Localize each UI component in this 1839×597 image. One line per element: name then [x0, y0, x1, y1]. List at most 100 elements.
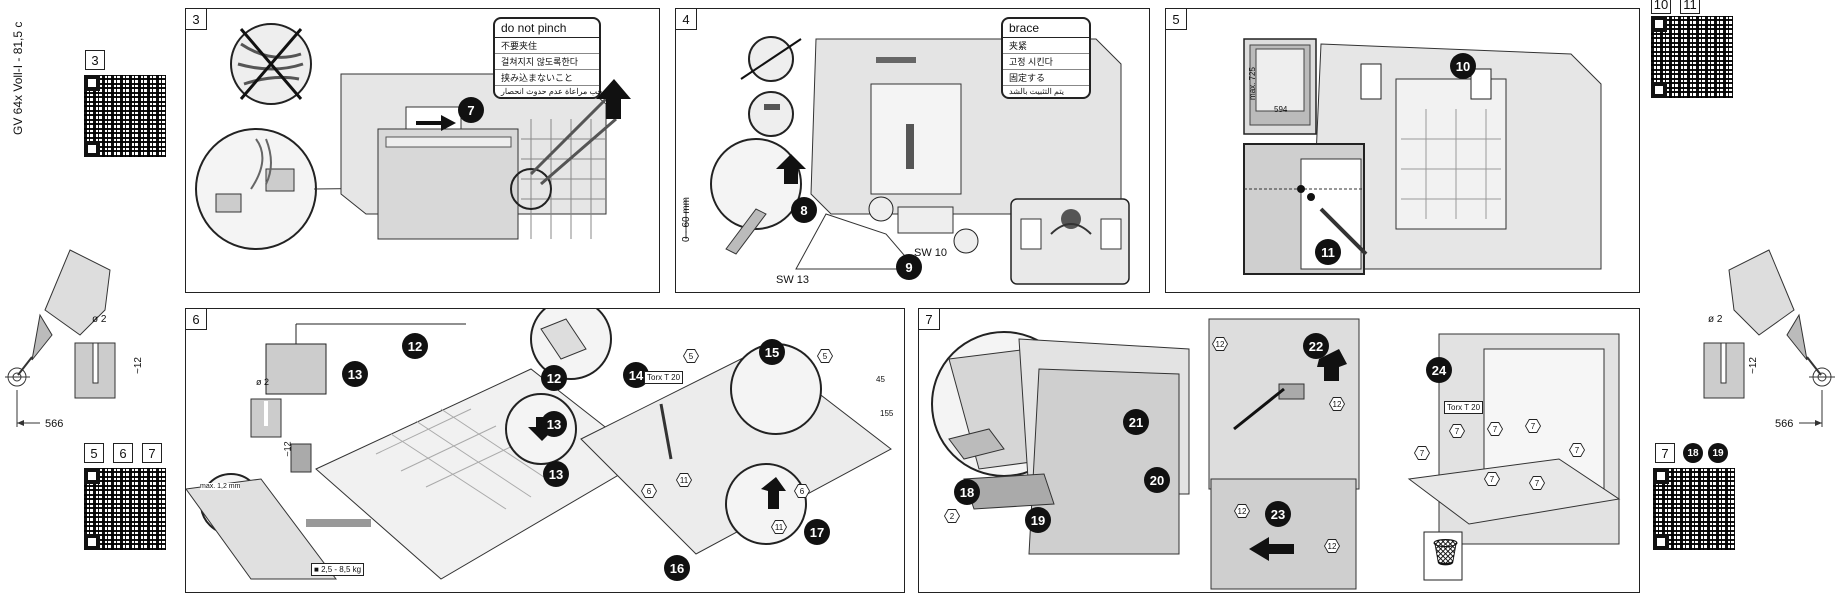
qr-label-3: 3 [85, 50, 105, 70]
step-badge-13c: 13 [541, 411, 567, 437]
hex-marker: 7 [1414, 446, 1430, 460]
hole-depth: ~12 [282, 441, 293, 457]
qr-badge-19: 19 [1708, 443, 1728, 463]
hex-marker: 7 [1487, 422, 1503, 436]
drill-illustration-left [5, 249, 116, 427]
weight-label: ■ 2,5 - 8,5 kg [311, 563, 365, 576]
qr-code-bottom-right [1653, 468, 1735, 550]
callout-line: يجب مراعاة عدم حدوث انحصار [501, 87, 605, 96]
callout-line: يتم التثبيت بالشد [1009, 87, 1065, 96]
step-badge-13b: 13 [543, 461, 569, 487]
qr-badge-18: 18 [1683, 443, 1703, 463]
step-badge-10: 10 [1450, 53, 1476, 79]
torx-tool-label: Torx T 20 [1444, 401, 1484, 414]
step-badge-19: 19 [1025, 507, 1051, 533]
step-badge-23: 23 [1265, 501, 1291, 527]
right-hole-depth: ~12 [1747, 357, 1759, 374]
recycle-bin-icon: 🗑 [1429, 537, 1463, 567]
max-height-dimension: max. 725 [1247, 67, 1257, 100]
panel7-illustration [931, 318, 1621, 590]
hex-marker: 12 [1324, 539, 1340, 553]
qr-label-6: 6 [113, 443, 133, 463]
wrench-size-13: SW 13 [776, 274, 810, 286]
panel-step-7: 7 18 19 20 21 22 23 24 Torx T 20 2 12 12… [918, 308, 1640, 593]
hex-marker: 7 [1569, 443, 1585, 457]
side-title: GV 64x Voll-I - 81,5 c [11, 21, 25, 135]
step-badge-12b: 12 [541, 365, 567, 391]
callout-line: 不要夹住 [495, 38, 599, 54]
panel-number: 3 [185, 8, 207, 30]
hex-marker: 6 [794, 484, 810, 498]
weight-icon: ■ [314, 565, 322, 574]
step-badge-9: 9 [896, 254, 922, 280]
hex-marker: 6 [641, 484, 657, 498]
hex-marker: 12 [1329, 397, 1345, 411]
step-badge-20: 20 [1144, 467, 1170, 493]
step-badge-16: 16 [664, 555, 690, 581]
left-hole-depth: ~12 [132, 357, 144, 374]
callout-title: brace [1003, 19, 1089, 38]
step-badge-21: 21 [1123, 409, 1149, 435]
step-badge-22: 22 [1303, 333, 1329, 359]
right-distance: 566 [1775, 418, 1794, 430]
width-dimension: 594 [1274, 105, 1288, 114]
dimension-45: 45 [876, 375, 885, 384]
callout-line: 夹紧 [1003, 38, 1089, 54]
left-hole-diameter: ø 2 [92, 314, 107, 325]
step-badge-15: 15 [759, 339, 785, 365]
left-distance: 566 [45, 418, 64, 430]
hex-marker: 7 [1525, 419, 1541, 433]
panel6-illustration [186, 309, 892, 580]
drill-illustration-right [1703, 249, 1835, 427]
panel-number: 4 [675, 8, 697, 30]
qr-code-top-left [84, 75, 166, 157]
panel3-illustration [195, 23, 631, 250]
callout-title: do not pinch [495, 19, 599, 38]
hex-marker: 11 [676, 473, 692, 487]
qr-code-bottom-left [84, 468, 166, 550]
step-badge-24: 24 [1426, 357, 1452, 383]
step-badge-13: 13 [342, 361, 368, 387]
panel-number: 7 [918, 308, 940, 330]
step-badge-7: 7 [458, 97, 484, 123]
callout-line: 固定する [1003, 70, 1089, 86]
qr-label-5: 5 [84, 443, 104, 463]
hex-marker: 12 [1234, 504, 1250, 518]
wrench-size-10: SW 10 [914, 247, 948, 259]
weight-value: 2,5 - 8,5 kg [321, 565, 362, 574]
dimension-155: 155 [880, 409, 894, 418]
hex-marker: 2 [944, 509, 960, 523]
step-badge-17: 17 [804, 519, 830, 545]
hex-marker: 12 [1212, 337, 1228, 351]
qr-code-top-right [1651, 16, 1733, 98]
callout-line: 걸쳐지지 않도록한다 [495, 54, 599, 70]
callout-line: 고정 시킨다 [1003, 54, 1089, 70]
hex-marker: 11 [771, 520, 787, 534]
panel-step-6: 6 12 13 12 13 13 14 15 16 17 ø 2 ~12 max… [185, 308, 905, 593]
qr-label-7: 7 [142, 443, 162, 463]
torx-tool-label: Torx T 20 [644, 371, 684, 384]
qr-label-10: 10 [1651, 0, 1671, 14]
height-range-label: 0 - 60 mm [681, 196, 693, 243]
step-badge-12: 12 [402, 333, 428, 359]
hole-diameter: ø 2 [256, 377, 270, 387]
hex-marker: 7 [1484, 472, 1500, 486]
qr-label-7-right: 7 [1655, 443, 1675, 463]
hex-marker: 7 [1449, 424, 1465, 438]
step-badge-8: 8 [791, 197, 817, 223]
callout-line: 挟み込まないこと [495, 70, 599, 86]
qr-label-11: 11 [1680, 0, 1700, 14]
hex-marker: 5 [683, 349, 699, 363]
panel-step-4: 4 0 - 60 mm 8 9 SW 13 SW 10 brace 夹紧 고정 … [675, 8, 1150, 293]
panel-number: 6 [185, 308, 207, 330]
step-badge-11: 11 [1315, 239, 1341, 265]
hex-marker: 5 [817, 349, 833, 363]
panel-number: 5 [1165, 8, 1187, 30]
panel-step-3: 3 7 do not pinch 不要夹住 걸쳐지지 않도록한다 挟み込まないこ… [185, 8, 660, 293]
sheet-thickness: max. 1,2 mm [200, 483, 241, 490]
panel5-illustration [1243, 38, 1602, 275]
brace-callout: brace 夹紧 고정 시킨다 固定する يتم التثبيت بالشد [1001, 17, 1091, 99]
right-hole-diameter: ø 2 [1708, 314, 1723, 325]
step-badge-18: 18 [954, 479, 980, 505]
panel-step-5: 5 max. 725 594 10 11 [1165, 8, 1640, 293]
